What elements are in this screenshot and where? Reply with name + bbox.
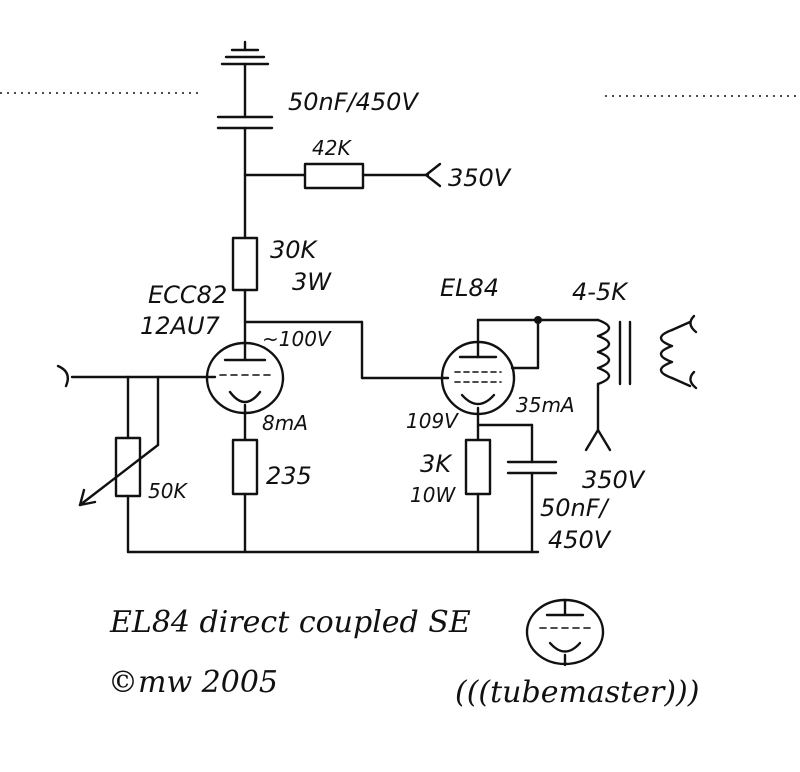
coupling-wire	[243, 320, 450, 380]
resistor-42k	[243, 162, 442, 190]
capacitor-top	[216, 62, 274, 240]
label-pot-50k: 50K	[148, 479, 188, 503]
tube-logo	[525, 598, 605, 667]
label-tube2-current: 35mA	[516, 393, 575, 417]
label-tube2-name: EL84	[440, 274, 499, 302]
tube-el84	[440, 318, 516, 442]
label-cap-top: 50nF/450V	[288, 88, 419, 116]
label-r-3k-power: 10W	[410, 483, 456, 507]
ground-symbol-top	[220, 40, 270, 66]
label-tube1-current: 8mA	[262, 411, 308, 435]
label-r-30k-power: 3W	[292, 268, 332, 296]
label-tube1-alt: 12AU7	[140, 312, 221, 340]
resistor-235	[231, 438, 259, 496]
input-jack	[56, 364, 217, 388]
plate-wiring	[476, 316, 600, 370]
supply-arrow-bottom	[584, 428, 612, 452]
label-r-3k-value: 3K	[420, 450, 453, 478]
label-supply-bottom: 350V	[582, 466, 646, 494]
label-cap-bottom-line1: 50nF/	[540, 494, 611, 522]
copyright-text: ©mw 2005	[108, 665, 278, 700]
output-transformer	[596, 314, 698, 432]
potentiometer-50k	[78, 375, 160, 554]
label-supply-top: 350V	[448, 164, 512, 192]
label-anode-voltage: ~100V	[262, 327, 332, 351]
resistor-30k	[231, 236, 259, 292]
resistor-3k	[464, 438, 492, 496]
brand-text: (((tubemaster)))	[455, 675, 699, 710]
label-transformer: 4-5K	[572, 278, 629, 306]
label-cap-bottom-line2: 450V	[548, 526, 612, 554]
label-r-30k-value: 30K	[270, 236, 319, 264]
label-r-42k: 42K	[312, 136, 352, 160]
label-r-235: 235	[266, 462, 312, 490]
diagram-title: EL84 direct coupled SE	[109, 605, 471, 640]
label-tube1-name: ECC82	[148, 281, 227, 309]
capacitor-bottom	[476, 423, 558, 554]
label-cathode-voltage: 109V	[406, 409, 459, 433]
